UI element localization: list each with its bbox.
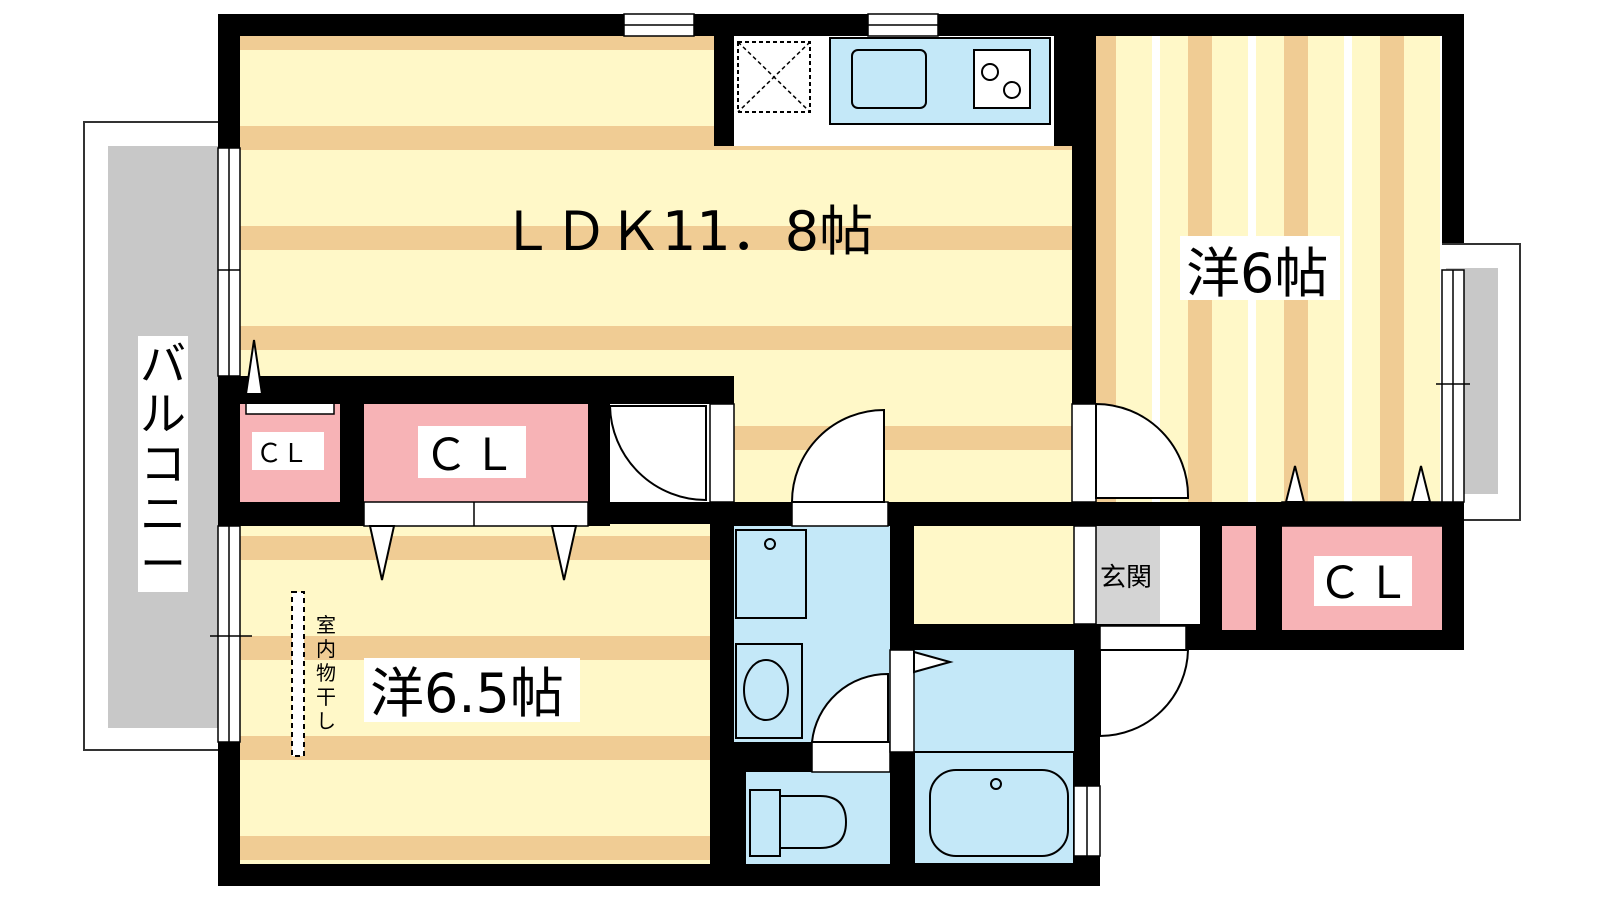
indoor-drying-char: 物 xyxy=(316,661,336,685)
indoor-drying-rail xyxy=(291,591,305,757)
balcony-label-char: ル xyxy=(140,387,186,441)
closet-small: ＣＬ xyxy=(240,393,340,502)
closet-doors xyxy=(244,339,1432,581)
cl-middle-label: ＣＬ xyxy=(424,430,520,481)
balcony-label-char: ー xyxy=(140,537,186,591)
burner-icon xyxy=(981,63,999,81)
entrance: 玄関 xyxy=(1096,526,1200,624)
closet-middle: ＣＬ xyxy=(364,404,588,502)
bathtub xyxy=(929,769,1069,857)
room-western-south: 洋6.5帖 室 内 物 干 し xyxy=(240,524,710,864)
cl-small-label: ＣＬ xyxy=(256,439,308,469)
ldk-label: ＬＤＫ11．8帖 xyxy=(500,200,873,263)
balcony: バ ル コ ニ ー xyxy=(83,121,225,751)
toilet-room xyxy=(746,772,890,864)
burner-icon xyxy=(1003,81,1021,99)
bathroom xyxy=(913,650,1075,865)
western-east-label: 洋6帖 xyxy=(1186,242,1328,305)
entrance-label: 玄関 xyxy=(1100,563,1152,593)
indoor-drying-char: し xyxy=(316,709,336,733)
doors xyxy=(608,402,1190,773)
indoor-drying-char: 干 xyxy=(316,685,336,709)
shoe-cabinet xyxy=(1222,526,1256,630)
cl-east-label: ＣＬ xyxy=(1318,558,1414,609)
balcony-label-char: ニ xyxy=(140,487,186,541)
washing-machine xyxy=(735,529,807,619)
indoor-drying-char: 室 xyxy=(316,613,336,637)
sink xyxy=(851,49,927,109)
balcony-label-char: バ xyxy=(140,337,186,391)
room-ldk: ＬＤＫ11．8帖 xyxy=(240,36,1072,502)
western-south-label: 洋6.5帖 xyxy=(370,662,564,725)
stove xyxy=(973,49,1031,109)
closet-east: ＣＬ xyxy=(1281,501,1443,630)
windows xyxy=(210,13,1470,857)
hallway xyxy=(914,526,1074,624)
balcony-label-char: コ xyxy=(140,437,186,491)
vanity xyxy=(735,643,803,739)
indoor-drying-char: 内 xyxy=(316,637,336,661)
basin xyxy=(743,659,789,721)
